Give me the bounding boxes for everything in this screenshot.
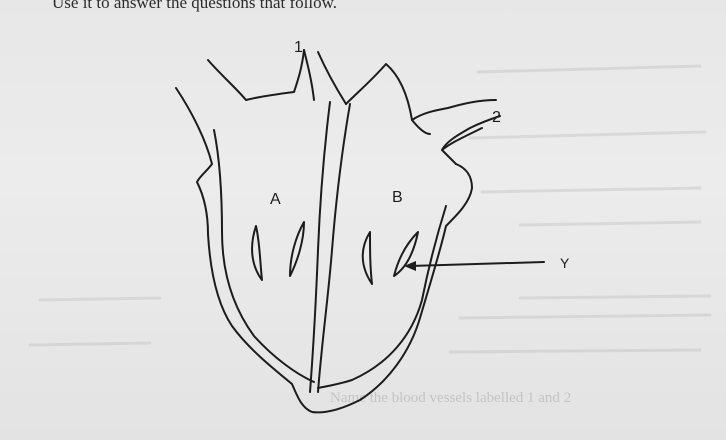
outer-wall-left: [176, 88, 472, 412]
bottom-text: Name the blood vessels labelled 1 and 2: [330, 390, 571, 406]
valve-left-2: [290, 222, 304, 276]
vessel-1-left: [208, 50, 304, 100]
aorta-arch: [346, 64, 430, 134]
vessel-1-inner-right: [318, 52, 346, 104]
label-chamber-b: B: [392, 189, 403, 206]
bleed-through-text: [30, 66, 710, 352]
valve-left-1: [252, 226, 262, 280]
septum-left: [310, 102, 330, 392]
valve-right-1: [363, 232, 372, 284]
septum-right: [318, 104, 350, 392]
label-chamber-a: A: [270, 191, 281, 208]
label-pointer-y: Y: [560, 255, 570, 271]
vessel-1-inner-left: [304, 50, 314, 100]
top-text: Use it to answer the questions that foll…: [52, 0, 337, 12]
label-vessel-2: 2: [492, 109, 501, 126]
label-vessel-1: 1: [294, 39, 303, 56]
vessel-2-upper: [412, 100, 496, 120]
